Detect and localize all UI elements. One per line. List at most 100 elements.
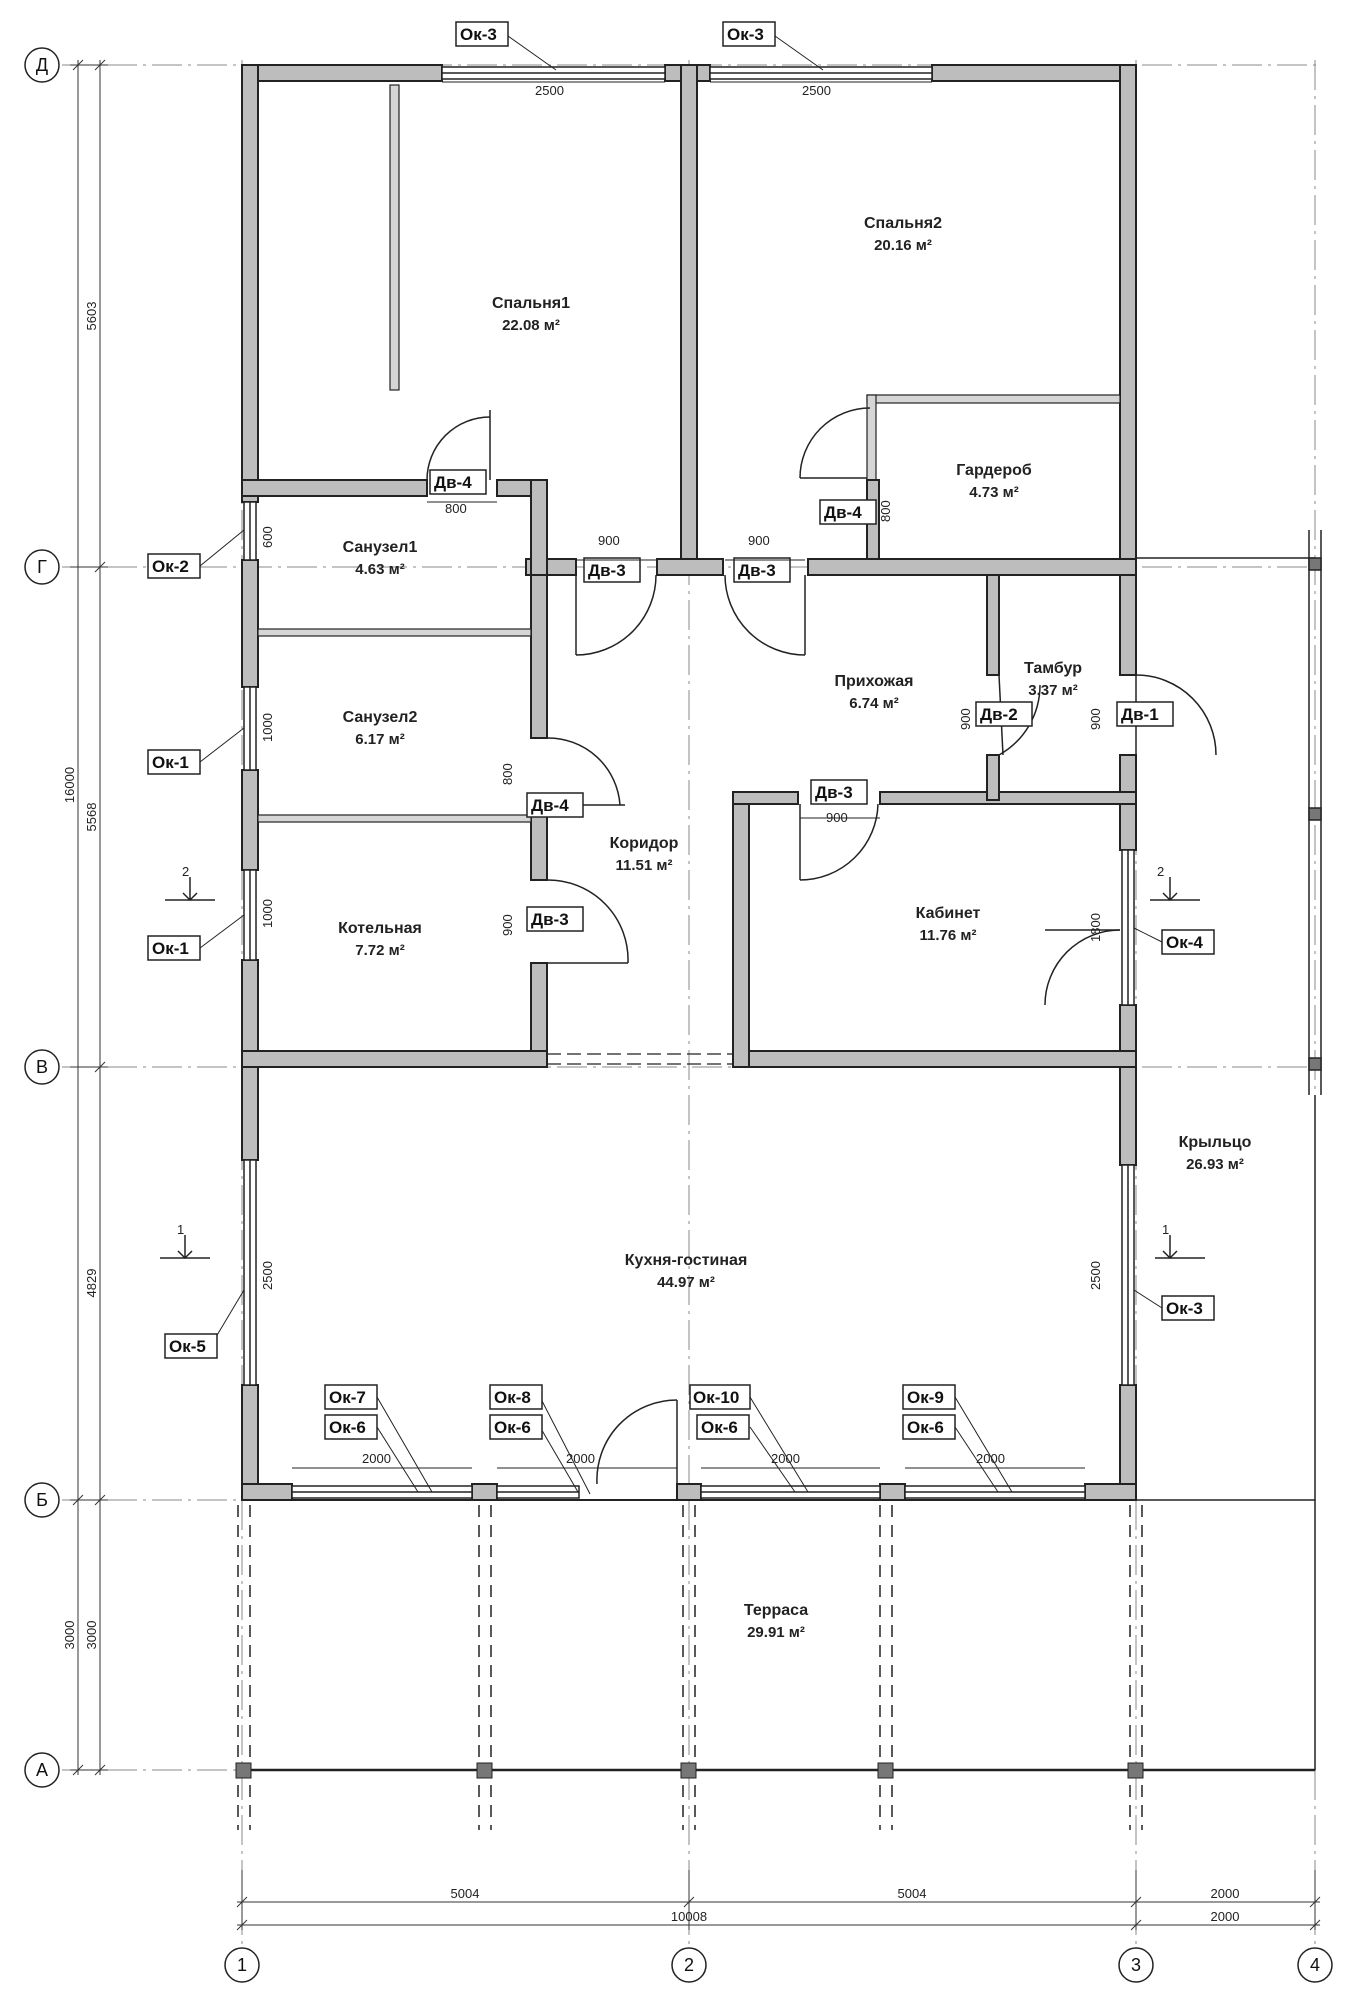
room-labels: Спальня1 22.08 м² Спальня2 20.16 м² Гард… [338,215,1252,1641]
room-area: 20.16 м² [874,237,932,254]
room-name: Прихожая [835,673,914,690]
tag-boxes [147,21,1215,1440]
open-passage [547,1053,733,1065]
room-area: 29.91 м² [747,1624,805,1641]
window-tag: Ок-7 [329,1388,366,1407]
window-tag: Ок-1 [152,753,189,772]
section-labels: 2 2 1 1 [177,864,1169,1237]
axis-bubble-row [24,1482,60,1518]
window-tag: Ок-5 [169,1337,206,1356]
dim-left-inner: 5603 [84,302,99,331]
room-name: Санузел2 [343,709,418,726]
axis-bubbles [24,47,1333,1983]
opening-dim: 2500 [535,83,564,98]
axis-bubble-col [1297,1947,1333,1983]
axis-label: 1 [237,1955,247,1975]
dim-bottom: 5004 [898,1886,927,1901]
room-name: Котельная [338,920,422,937]
opening-dim: 2000 [976,1451,1005,1466]
window-tag: Ок-3 [460,25,497,44]
partitions [257,84,1121,823]
room-name: Кухня-гостиная [625,1252,748,1269]
room-name: Крыльцо [1179,1134,1252,1151]
door-tag: Дв-3 [815,783,853,802]
opening-dim: 1800 [1088,913,1103,942]
opening-dim: 2000 [771,1451,800,1466]
room-name: Кабинет [916,905,981,922]
axis-bubble-col [224,1947,260,1983]
terrace [235,1499,1315,1830]
opening-dim: 900 [598,533,620,548]
dimension-lines [70,59,1321,1931]
tag-texts: Ок-3 Ок-3 Ок-2 Ок-1 Ок-1 Ок-4 Ок-3 Ок-5 … [152,25,1203,1437]
window-tag: Ок-4 [1166,933,1203,952]
room-name: Санузел1 [343,539,418,556]
room-name: Терраса [744,1602,808,1619]
door-tag: Дв-2 [980,705,1018,724]
opening-dim: 800 [445,501,467,516]
axis-label: 4 [1310,1955,1320,1975]
axis-label: Б [36,1490,48,1510]
axis-label: В [36,1057,48,1077]
room-area: 6.74 м² [849,695,898,712]
dim-bottom: 2000 [1211,1909,1240,1924]
dim-left-inner: 4829 [84,1269,99,1298]
room-name: Коридор [610,835,679,852]
door-tag: Дв-3 [738,561,776,580]
axis-bubble-col [1118,1947,1154,1983]
room-area: 6.17 м² [355,731,404,748]
room-name: Спальня2 [864,215,942,232]
dim-bottom: 10008 [671,1909,707,1924]
window-tag: Ок-8 [494,1388,531,1407]
room-area: 26.93 м² [1186,1156,1244,1173]
dim-left-inner: 5568 [84,803,99,832]
window-tag: Ок-3 [727,25,764,44]
opening-dim-lines [292,81,1085,1469]
opening-dim: 900 [826,810,848,825]
door-tag: Дв-1 [1121,705,1159,724]
window-tag: Ок-6 [329,1418,366,1437]
dim-bottom: 2000 [1211,1886,1240,1901]
room-area: 4.63 м² [355,561,404,578]
dimension-texts: 16000 5603 5568 4829 3000 3000 5004 5004… [62,302,1239,1924]
section-label: 1 [177,1222,184,1237]
axis-bubble-row [24,1752,60,1788]
room-area: 3.37 м² [1028,682,1077,699]
opening-dim: 2000 [566,1451,595,1466]
window-tag: Ок-6 [494,1418,531,1437]
room-area: 4.73 м² [969,484,1018,501]
axis-label: А [36,1760,48,1780]
leader-lines [199,35,1163,1495]
axis-label: Г [37,557,47,577]
door-tag: Дв-4 [824,503,862,522]
room-area: 22.08 м² [502,317,560,334]
door-tag: Дв-3 [588,561,626,580]
dim-left-inner: 3000 [84,1621,99,1650]
opening-dim: 900 [958,708,973,730]
axis-label: 3 [1131,1955,1141,1975]
door-tag: Дв-3 [531,910,569,929]
room-name: Тамбур [1024,660,1082,677]
window-tag: Ок-6 [907,1418,944,1437]
room-area: 11.51 м² [616,857,673,874]
room-area: 7.72 м² [355,942,404,959]
opening-dim: 800 [878,500,893,522]
window-tag: Ок-9 [907,1388,944,1407]
dim-left-outer: 16000 [62,767,77,803]
opening-dims: 2500 2500 800 800 900 900 600 1000 1000 … [260,83,1103,1466]
section-label: 1 [1162,1222,1169,1237]
axis-bubble-row [24,47,60,83]
axis-bubble-col [671,1947,707,1983]
opening-dim: 2500 [1088,1261,1103,1290]
room-name: Спальня1 [492,295,570,312]
windows [243,66,1135,1499]
opening-dim: 1000 [260,713,275,742]
doors [426,407,1217,1485]
opening-dim: 900 [500,914,515,936]
axis-labels: Д Г В Б А 1 2 3 4 [36,55,1320,1975]
window-tag: Ок-6 [701,1418,738,1437]
porch [1136,530,1322,1770]
opening-dim: 900 [748,533,770,548]
opening-dim: 2000 [362,1451,391,1466]
